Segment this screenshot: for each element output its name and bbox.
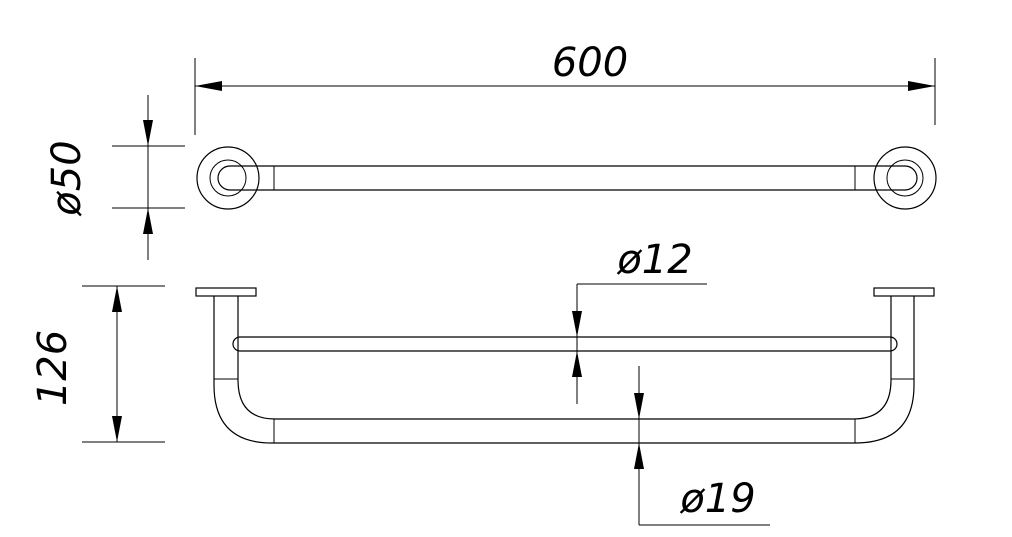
upper-rod	[232, 336, 898, 352]
upper-rod-label: ø12	[616, 237, 692, 283]
right-plate	[873, 287, 935, 297]
length-label: 600	[552, 40, 628, 86]
main-rod-dimension: ø19	[634, 366, 770, 526]
upper-rod-dimension: ø12	[572, 237, 707, 404]
main-rail-inner	[237, 296, 892, 420]
height-dimension: 126	[30, 285, 165, 443]
right-rose-inner	[886, 159, 924, 197]
main-rod-label: ø19	[679, 476, 755, 522]
rose-diameter-label: ø50	[44, 140, 90, 216]
length-dimension: 600	[194, 40, 936, 135]
left-rose-inner	[209, 159, 247, 197]
main-rail-outer	[213, 296, 915, 444]
right-rose	[873, 146, 937, 210]
left-rose	[196, 146, 260, 210]
front-view	[195, 287, 935, 444]
left-plate	[195, 287, 257, 297]
rose-diameter-dimension: ø50	[44, 95, 185, 260]
top-view	[196, 146, 937, 210]
top-rail	[217, 165, 918, 191]
height-label: 126	[30, 330, 76, 406]
